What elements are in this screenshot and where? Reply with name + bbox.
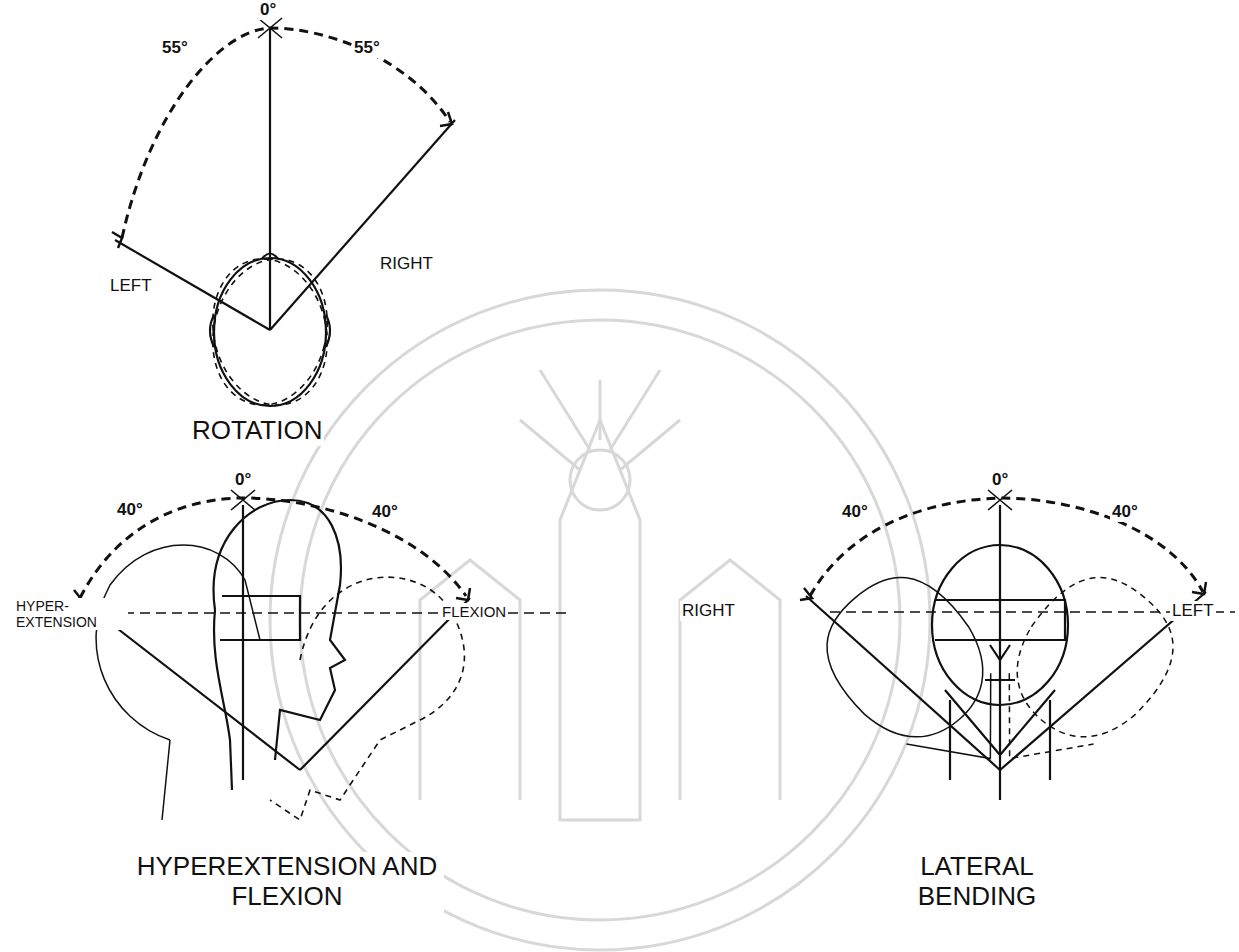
angle-label: 40°: [370, 502, 400, 522]
side-label: LEFT: [108, 276, 154, 296]
flexion-figure: [60, 490, 570, 820]
angle-label: 55°: [160, 38, 190, 58]
rotation-figure: [112, 18, 455, 417]
angle-label: 55°: [352, 38, 382, 58]
side-label: HYPER- EXTENSION: [14, 598, 128, 630]
lateral-bending-figure: [800, 490, 1235, 803]
angle-label: 0°: [258, 0, 278, 20]
figure-title: ROTATION: [190, 416, 324, 446]
angle-label: 40°: [840, 502, 870, 522]
side-label: RIGHT: [378, 254, 435, 274]
side-label: FLEXION: [440, 603, 508, 620]
angle-label: 40°: [115, 500, 145, 520]
angle-label: 0°: [233, 470, 253, 490]
figure-title: HYPEREXTENSION AND FLEXION: [130, 852, 444, 912]
watermark-emblem: [270, 290, 930, 950]
side-label: LEFT: [1170, 601, 1216, 621]
angle-label: 40°: [1110, 502, 1140, 522]
side-label: RIGHT: [680, 601, 737, 621]
angle-label: 0°: [990, 470, 1010, 490]
figure-title: LATERAL BENDING: [860, 852, 1094, 912]
